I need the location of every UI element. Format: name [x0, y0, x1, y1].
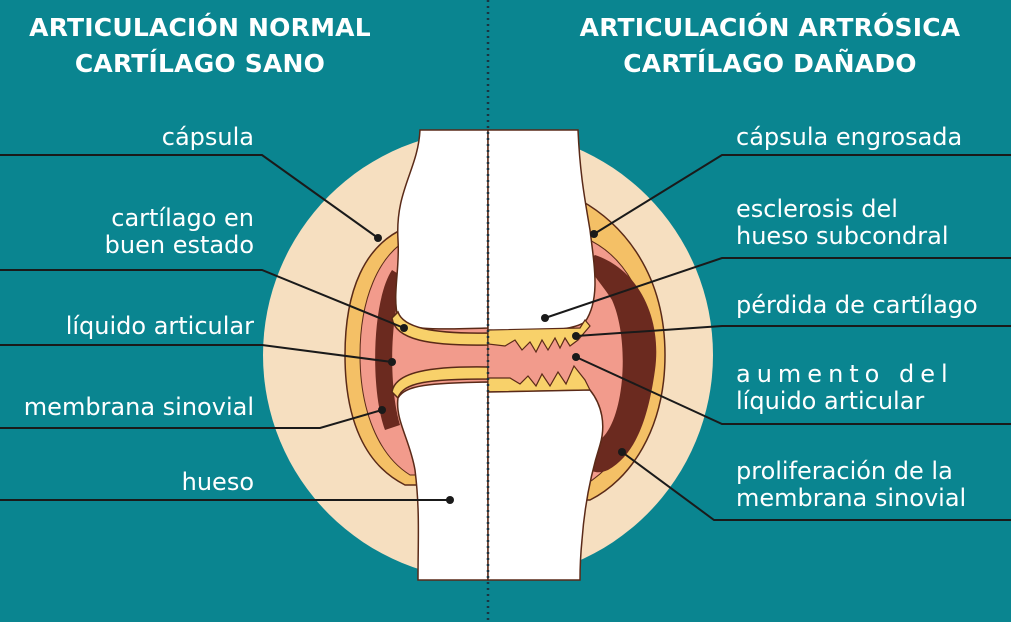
label-proliferacion-line2: membrana sinovial: [736, 484, 967, 512]
synovial-membrane-right: [586, 255, 657, 473]
label-esclerosis: esclerosis del hueso subcondral: [736, 196, 949, 250]
leader-proliferacion-right: [621, 451, 1011, 521]
label-cartilago-buen-estado: cartílago en buen estado: [105, 205, 254, 259]
bone-bottom-right: [487, 389, 604, 581]
heading-arthritic-line2: CARTÍLAGO DAÑADO: [623, 49, 917, 78]
leader-esclerosis-right: [544, 257, 1011, 319]
heading-normal-line1: ARTICULACIÓN NORMAL: [29, 13, 371, 42]
label-capsula-engrosada: cápsula engrosada: [736, 123, 963, 151]
label-aumento-line2: líquido articular: [736, 387, 925, 415]
leader-dot-capsula-left: [374, 234, 382, 242]
damaged-cartilage-bottom-right: [487, 364, 591, 393]
heading-arthritic-joint: ARTICULACIÓN ARTRÓSICA CARTÍLAGO DAÑADO: [540, 10, 1000, 82]
heading-normal-line2: CARTÍLAGO SANO: [74, 49, 326, 78]
label-liquido-articular: líquido articular: [65, 312, 254, 340]
leader-dot-perdida-right: [572, 332, 580, 340]
leader-dot-liquido-left: [388, 358, 396, 366]
heading-normal-joint: ARTICULACIÓN NORMAL CARTÍLAGO SANO: [0, 10, 400, 82]
leader-dot-proliferacion-right: [618, 448, 626, 456]
leader-cartilago-left: [0, 269, 405, 329]
leader-perdida-right: [575, 325, 1011, 337]
label-esclerosis-line2: hueso subcondral: [736, 222, 949, 250]
label-cartilago-line1: cartílago en: [111, 204, 254, 232]
label-capsula: cápsula: [161, 123, 254, 151]
synovial-membrane-left: [375, 270, 405, 430]
label-esclerosis-line1: esclerosis del: [736, 195, 898, 223]
leader-membrana-left: [0, 409, 383, 429]
label-perdida-cartilago: pérdida de cartílago: [736, 291, 978, 319]
leader-liquido-left: [0, 344, 393, 363]
label-proliferacion-line1: proliferación de la: [736, 457, 953, 485]
label-hueso: hueso: [181, 468, 254, 496]
leader-aumento-right: [575, 356, 1011, 425]
label-cartilago-line2: buen estado: [104, 231, 254, 259]
bone-top-right: [487, 129, 596, 332]
label-proliferacion: proliferación de la membrana sinovial: [736, 458, 966, 512]
bone-bottom-left: [396, 381, 489, 581]
leader-dot-membrana-left: [378, 406, 386, 414]
damaged-cartilage-top-right: [487, 318, 591, 354]
label-membrana-sinovial: membrana sinovial: [23, 393, 254, 421]
heading-arthritic-line1: ARTICULACIÓN ARTRÓSICA: [579, 13, 961, 42]
leader-capsula-right: [593, 154, 1011, 235]
label-aumento-line1: aumento del: [736, 360, 954, 388]
leader-dot-cartilago-left: [400, 324, 408, 332]
leader-dot-capsula-right: [590, 230, 598, 238]
leader-dot-hueso-left: [446, 496, 454, 504]
label-aumento-liquido: aumento del líquido articular: [736, 361, 954, 415]
leader-dot-aumento-right: [572, 353, 580, 361]
leader-capsula-left: [0, 154, 379, 239]
leader-dot-esclerosis-right: [541, 314, 549, 322]
bone-top-left: [395, 129, 489, 330]
